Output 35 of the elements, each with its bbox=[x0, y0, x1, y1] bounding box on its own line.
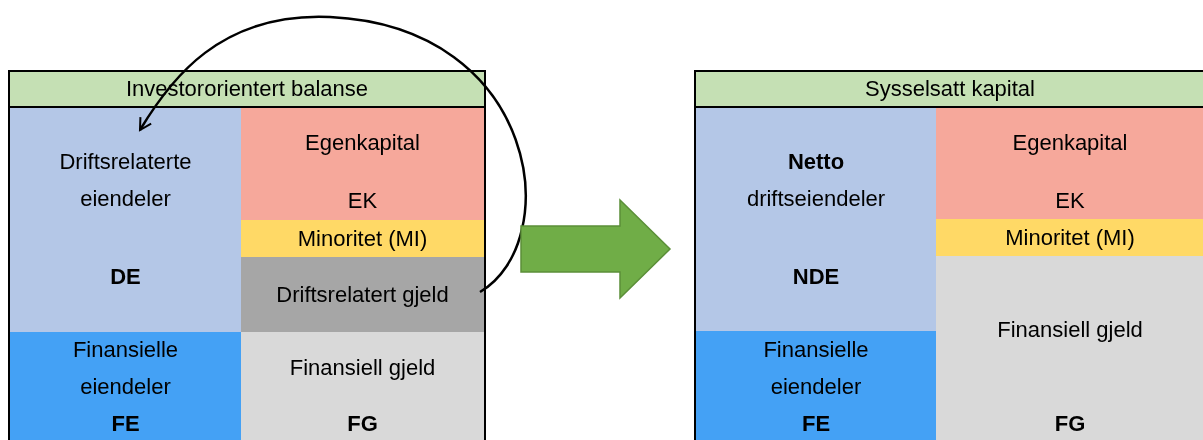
curved-arrow bbox=[138, 15, 527, 293]
table-cell bbox=[696, 108, 936, 331]
cell-text: EK bbox=[1054, 187, 1086, 215]
cell-text: EK bbox=[346, 187, 379, 215]
cell-text: Finansielle eiendeler bbox=[71, 336, 180, 401]
block-arrow bbox=[520, 198, 672, 300]
cell-text: Driftsrelatert gjeld bbox=[276, 281, 449, 309]
table-cell bbox=[696, 331, 936, 440]
cell-text: FE bbox=[800, 410, 832, 438]
cell-text: Egenkapital bbox=[1011, 129, 1129, 157]
cell-text: Netto driftseiendeler bbox=[745, 148, 887, 213]
table-cell bbox=[241, 257, 484, 332]
cell-text: Finansiell gjeld bbox=[996, 316, 1144, 344]
cell-text: FG bbox=[1053, 410, 1087, 438]
table-cell bbox=[241, 108, 484, 220]
cell-text: Finansielle eiendeler bbox=[762, 336, 870, 401]
cell-text: FG bbox=[346, 410, 379, 438]
cell-text: Egenkapital bbox=[304, 129, 421, 157]
cell-text: Minoritet (MI) bbox=[297, 225, 428, 253]
table-cell bbox=[936, 256, 1203, 440]
table-cell bbox=[936, 219, 1203, 256]
cell-text: FE bbox=[110, 410, 141, 438]
table-cell bbox=[241, 332, 484, 440]
capital-table bbox=[694, 70, 1203, 440]
table-cell bbox=[10, 108, 241, 332]
cell-text: Finansiell gjeld bbox=[288, 354, 437, 382]
balance-table bbox=[8, 70, 486, 440]
table-cell bbox=[10, 332, 241, 440]
cell-text: NDE bbox=[791, 263, 841, 291]
table-cell bbox=[936, 108, 1203, 219]
cell-text: Minoritet (MI) bbox=[1005, 224, 1135, 252]
cell-text: DE bbox=[109, 263, 142, 291]
cell-text: Driftsrelaterte eiendeler bbox=[58, 148, 193, 213]
table-header: Sysselsatt kapital bbox=[696, 72, 1203, 108]
table-cell bbox=[241, 220, 484, 257]
